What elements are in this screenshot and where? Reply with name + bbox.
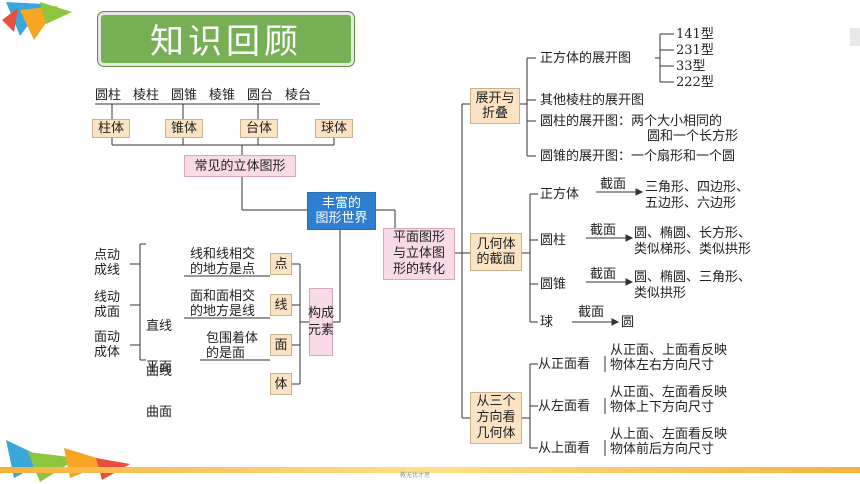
- right-edge-mark: [850, 28, 860, 46]
- page-title: 知识回顾: [98, 12, 354, 66]
- shape-prism: 棱柱: [133, 88, 160, 103]
- motion-point: 点动 成线: [94, 248, 121, 278]
- section-cone-r2: 类似拱形: [634, 286, 687, 301]
- shape-cone: 圆锥: [171, 88, 198, 103]
- point-desc: 线和线相交 的地方是点: [190, 247, 256, 277]
- elements-label: 构成 元素: [308, 288, 334, 356]
- common-solids-label: 常见的立体图形: [184, 155, 296, 177]
- unfold-label: 展开与 折叠: [470, 88, 520, 124]
- footer-text: 教无忧才思: [400, 472, 431, 479]
- motion-surface: 面动 成体: [94, 330, 121, 360]
- view-front-d1: 从正面、上面看反映: [610, 343, 728, 358]
- section-cube-cut: 截面: [600, 177, 627, 192]
- view-top-d1: 从上面、左面看反映: [610, 427, 728, 442]
- surface-desc: 包围着体 的是面: [206, 331, 259, 361]
- section-cylinder-r1: 圆、椭圆、长方形、: [634, 226, 752, 241]
- section-cube: 正方体: [540, 187, 580, 202]
- element-line: 线: [270, 294, 292, 316]
- view-left-d2: 物体上下方向尺寸: [610, 400, 715, 415]
- element-solid: 体: [270, 373, 292, 395]
- cube-type-141: 141型: [676, 27, 714, 42]
- view-front: 从正面看: [538, 357, 591, 372]
- unfold-cube: 正方体的展开图: [540, 51, 632, 66]
- footer-bar: [0, 467, 860, 473]
- section-sphere-cut: 截面: [578, 305, 605, 320]
- unfold-cylinder-line2: 圆和一个长方形: [647, 129, 739, 144]
- shape-frustum-pyramid: 棱台: [285, 88, 312, 103]
- views-label: 从三个 方向看 几何体: [470, 392, 522, 444]
- unfold-prism: 其他棱柱的展开图: [540, 93, 645, 108]
- line-desc: 面和面相交 的地方是线: [190, 289, 256, 319]
- section-cone-r1: 圆、椭圆、三角形、: [634, 270, 752, 285]
- section-cube-r2: 五边形、六边形: [645, 196, 737, 211]
- group-sphere: 球体: [315, 119, 353, 138]
- section-cylinder: 圆柱: [540, 233, 567, 248]
- view-top: 从上面看: [538, 441, 591, 456]
- section-cone-cut: 截面: [590, 267, 617, 282]
- view-top-d2: 物体前后方向尺寸: [610, 442, 715, 457]
- section-cone: 圆锥: [540, 277, 567, 292]
- corner-decoration-icon: [2, 2, 72, 40]
- unfold-cylinder-line1: 圆柱的展开图：两个大小相同的: [540, 114, 723, 129]
- corner-decoration-bottom-icon: [6, 440, 130, 482]
- group-cone-pyramid: 锥体: [165, 119, 203, 138]
- shape-cylinder: 圆柱: [95, 88, 122, 103]
- line-types: 直线 曲线: [146, 319, 173, 379]
- transform-label: 平面图形 与立体图 形的转化: [383, 228, 455, 280]
- element-surface: 面: [270, 334, 292, 356]
- shape-pyramid: 棱锥: [209, 88, 236, 103]
- surface-types: 平面 曲面: [146, 360, 173, 420]
- group-frustum: 台体: [240, 119, 278, 138]
- section-cube-r1: 三角形、四边形、: [645, 180, 750, 195]
- element-point: 点: [270, 253, 292, 275]
- section-cylinder-cut: 截面: [590, 223, 617, 238]
- section-cylinder-r2: 类似梯形、类似拱形: [634, 242, 752, 257]
- cube-type-222: 222型: [676, 75, 714, 90]
- view-left: 从左面看: [538, 399, 591, 414]
- center-topic: 丰富的 图形世界: [307, 192, 376, 230]
- unfold-cone: 圆锥的展开图：一个扇形和一个圆: [540, 149, 736, 164]
- cube-type-231: 231型: [676, 43, 714, 58]
- section-sphere: 球: [540, 315, 554, 330]
- cube-type-33: 33型: [676, 59, 706, 74]
- section-sphere-r1: 圆: [621, 315, 635, 330]
- shape-frustum-cone: 圆台: [247, 88, 274, 103]
- motion-line: 线动 成面: [94, 290, 121, 320]
- section-label: 几何体 的截面: [470, 233, 522, 271]
- group-prism-cylinder: 柱体: [92, 119, 130, 138]
- view-left-d1: 从正面、左面看反映: [610, 385, 728, 400]
- view-front-d2: 物体左右方向尺寸: [610, 358, 715, 373]
